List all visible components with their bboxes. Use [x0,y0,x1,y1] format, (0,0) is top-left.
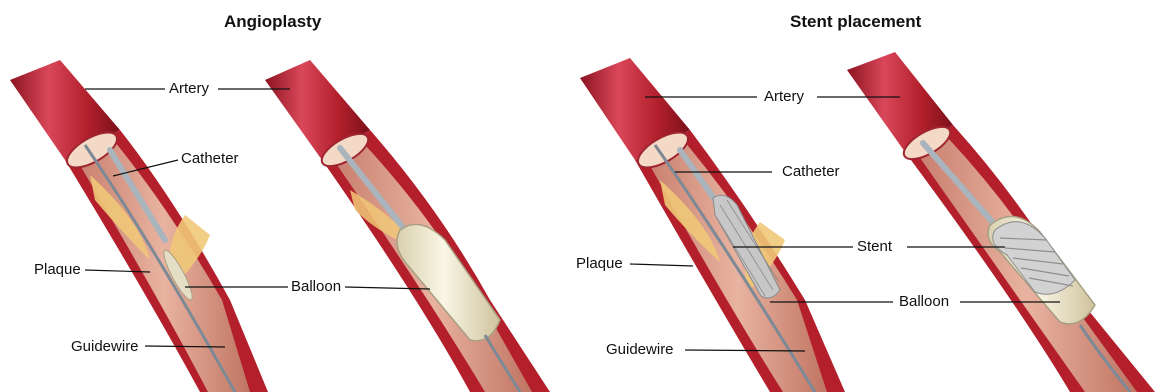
label-plaque: Plaque [33,261,82,279]
label-plaque: Plaque [575,255,624,273]
artery-stent-expanded-illustration [847,52,1155,392]
label-balloon: Balloon [290,278,342,296]
label-catheter: Catheter [781,163,841,181]
angioplasty-panel: Angioplasty [0,0,570,392]
label-guidewire: Guidewire [70,338,140,356]
artery-balloon-illustration [265,60,550,392]
label-artery: Artery [168,80,210,98]
label-artery: Artery [763,88,805,106]
stent-illustration [575,0,1168,392]
label-catheter: Catheter [180,150,240,168]
stent-placement-panel: Stent placement [575,0,1168,392]
angioplasty-illustration [0,0,570,392]
label-guidewire: Guidewire [605,341,675,359]
label-balloon: Balloon [898,293,950,311]
label-stent: Stent [856,238,893,256]
